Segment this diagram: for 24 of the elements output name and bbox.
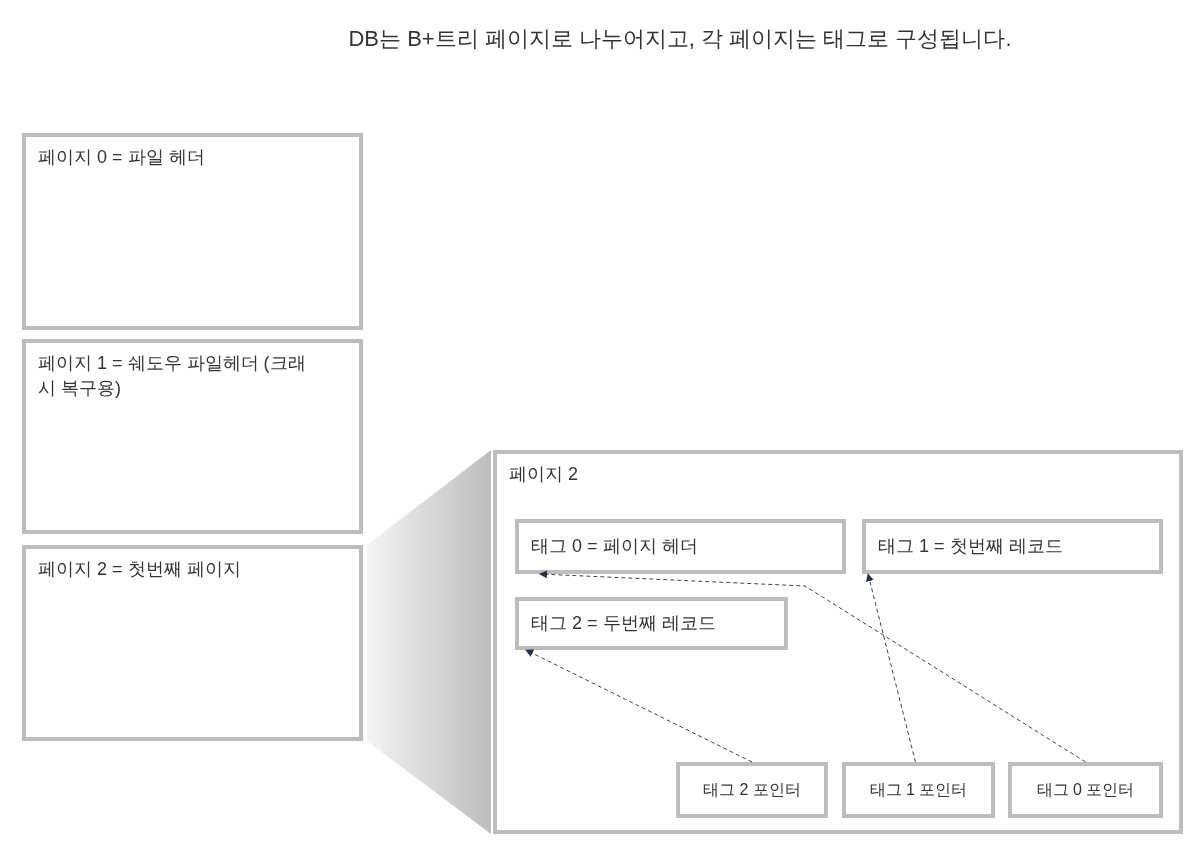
node-label: 페이지 0 = 파일 헤더 <box>38 146 205 169</box>
node-label: 페이지 1 = 쉐도우 파일헤더 (크래시 복구용) <box>38 352 307 400</box>
node-label: 태그 2 = 두번째 레코드 <box>531 612 716 636</box>
pointer-box <box>1008 762 1163 818</box>
tag-box <box>515 519 846 574</box>
node-label: 태그 0 = 페이지 헤더 <box>531 535 698 559</box>
page-box <box>22 545 363 741</box>
diagram-title: DB는 B+트리 페이지로 나누어지고, 각 페이지는 태그로 구성됩니다. <box>347 25 1013 53</box>
dashed-arrow <box>539 570 1086 763</box>
node-label: 페이지 2 = 첫번째 페이지 <box>38 558 241 581</box>
node-label: 태그 2 포인터 <box>703 780 801 800</box>
page-panel <box>493 450 1183 834</box>
page-box <box>22 339 363 534</box>
page-box <box>22 133 363 330</box>
node-label: 태그 0 포인터 <box>1036 780 1135 800</box>
pointer-box <box>842 762 995 818</box>
node-label: 태그 1 = 첫번째 레코드 <box>878 535 1063 559</box>
pointer-box <box>676 762 828 818</box>
dashed-arrow <box>865 573 916 763</box>
tag-box <box>515 597 788 650</box>
node-label: 페이지 2 <box>509 463 578 486</box>
tag-box <box>862 519 1163 574</box>
dashed-arrow <box>525 649 753 763</box>
node-label: 태그 1 포인터 <box>869 780 968 800</box>
